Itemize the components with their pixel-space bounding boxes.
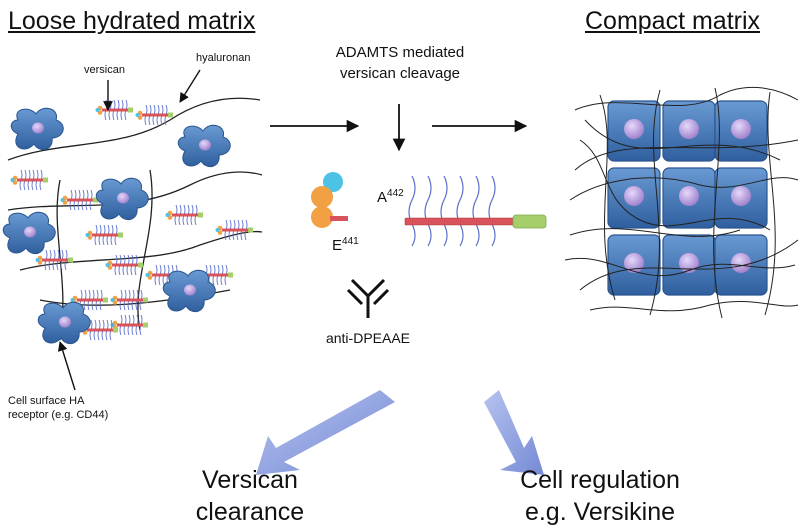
clearance-outcome-line1: Versican: [202, 466, 298, 494]
process-label-line2: versican cleavage: [339, 65, 461, 82]
receptor-label-line1: Cell surface HA: [8, 395, 85, 407]
hyaluronan-pointer-arrow: [179, 69, 201, 103]
cleavage-a-letter: A: [377, 189, 388, 206]
versican-c-terminal-fragment: [404, 175, 547, 247]
process-label: ADAMTS mediated versican cleavage: [318, 42, 482, 84]
regulation-outcome-arrow: [484, 390, 544, 475]
versican-label: versican: [84, 64, 125, 76]
process-label-line1: ADAMTS mediated: [335, 44, 465, 61]
antibody-icon: [346, 278, 390, 318]
clearance-outcome-line2: clearance: [195, 498, 305, 526]
compact-matrix-illustration: [564, 86, 799, 319]
regulation-outcome: Cell regulation e.g. Versikine: [485, 464, 715, 528]
regulation-outcome-line2: e.g. Versikine: [524, 498, 676, 526]
cleavage-site-a-label: A442: [377, 188, 404, 206]
loose-matrix-illustration: [2, 97, 263, 345]
cleavage-e-letter: E: [332, 237, 343, 254]
cleavage-site-e-label: E441: [332, 236, 359, 254]
clearance-outcome: Versican clearance: [150, 464, 350, 528]
loose-matrix-title: Loose hydrated matrix: [8, 7, 256, 35]
compact-matrix-title: Compact matrix: [585, 7, 761, 35]
g1-fragment: [311, 172, 348, 228]
cleavage-a-number: 442: [387, 188, 404, 199]
antibody-label: anti-DPEAAE: [325, 330, 411, 346]
cleavage-e-number: 441: [342, 236, 359, 247]
receptor-pointer-arrow: [57, 341, 76, 391]
hyaluronan-label: hyaluronan: [196, 52, 251, 64]
receptor-label-line2: receptor (e.g. CD44): [8, 409, 109, 421]
clearance-outcome-arrow: [256, 390, 395, 475]
receptor-label: Cell surface HA receptor (e.g. CD44): [8, 394, 108, 422]
regulation-outcome-line1: Cell regulation: [520, 466, 680, 494]
